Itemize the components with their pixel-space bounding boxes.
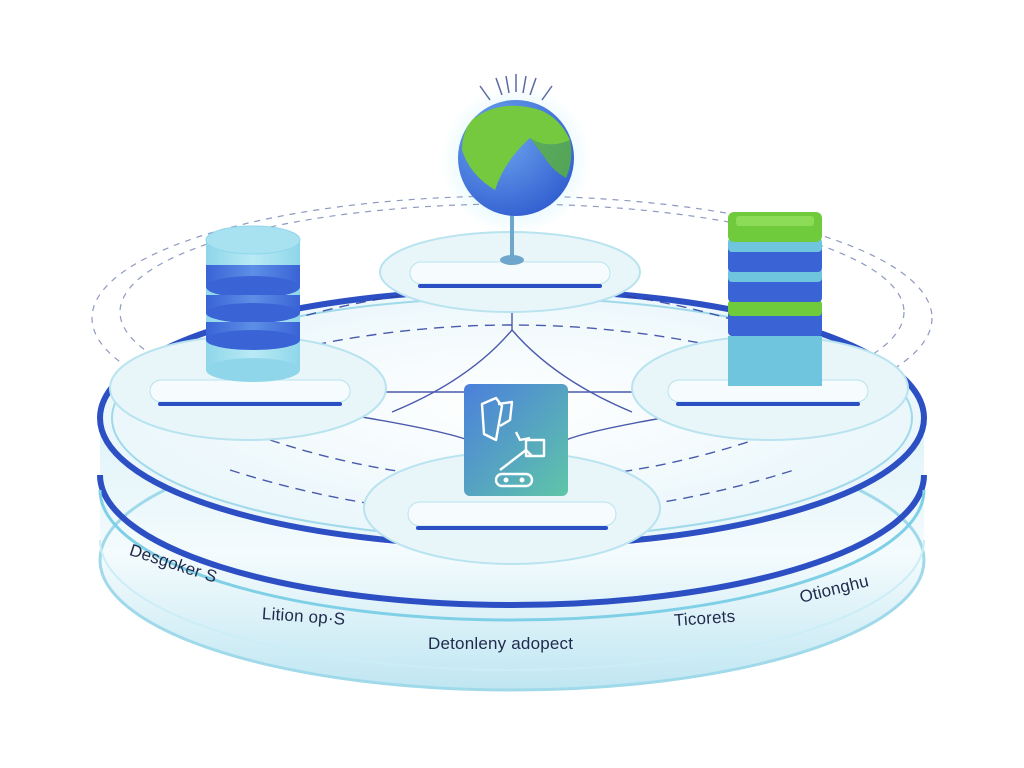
server-stack-icon <box>728 212 822 386</box>
label-center: Detonleny adopect <box>428 634 574 653</box>
pad-center <box>363 451 661 565</box>
pad-left <box>109 335 387 441</box>
pad-right <box>631 335 909 441</box>
globe-icon <box>441 74 591 265</box>
database-icon <box>205 225 301 382</box>
label-right-center: Ticorets <box>673 606 736 630</box>
tool-panel-icon <box>464 384 568 496</box>
